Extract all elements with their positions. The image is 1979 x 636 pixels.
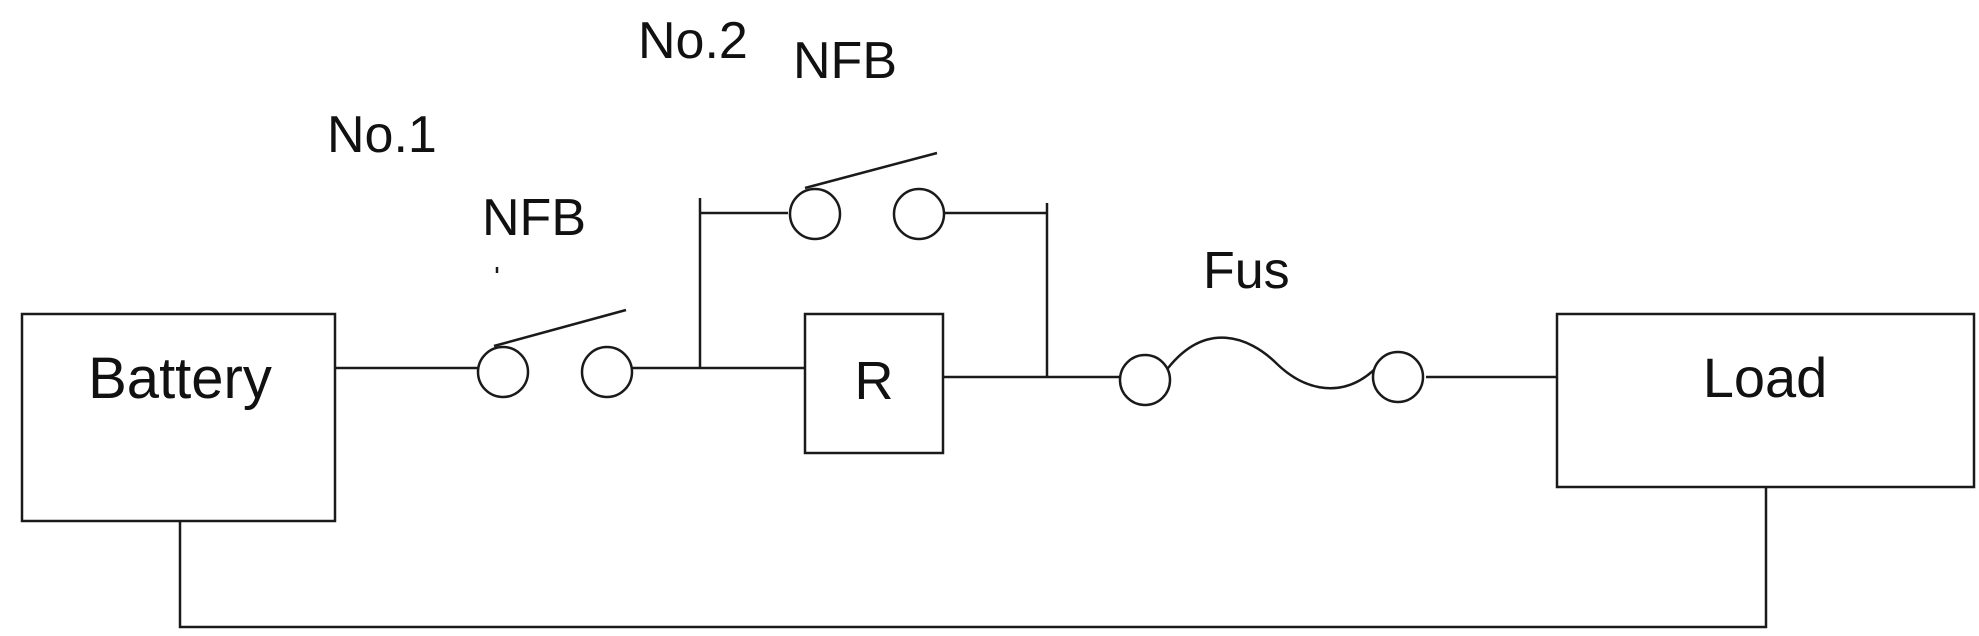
wires — [178, 198, 1768, 629]
breaker-no2-terminal-right — [892, 187, 946, 241]
resistor-label: R — [855, 351, 894, 411]
resistor: R — [803, 312, 945, 455]
breaker-no1-type: NFB — [482, 189, 586, 247]
breaker-no2-number: No.2 — [638, 12, 748, 70]
breaker-no2-switch-arm — [804, 151, 938, 190]
fuse-label: Fus — [1203, 242, 1290, 300]
breaker-no2: No.2 NFB — [638, 12, 946, 241]
battery-box — [20, 312, 337, 523]
resistor-box — [803, 312, 945, 455]
fuse: Fus — [1118, 242, 1425, 407]
breaker-no1: No.1 NFB — [327, 106, 634, 399]
load-box — [1555, 312, 1976, 489]
load: Load — [1555, 312, 1976, 489]
breaker-no1-terminal-left — [476, 345, 530, 399]
fuse-terminal-left — [1118, 353, 1172, 407]
breaker-no1-switch-arm — [493, 308, 627, 348]
battery: Battery — [20, 312, 337, 523]
breaker-no2-type: NFB — [793, 32, 897, 90]
wire-return-path — [178, 487, 1768, 629]
fuse-terminal-right — [1371, 350, 1425, 404]
breaker-no2-terminal-left — [788, 187, 842, 241]
fuse-element — [1163, 336, 1379, 390]
breaker-no1-number: No.1 — [327, 106, 437, 164]
load-label: Load — [1703, 346, 1828, 409]
breaker-no1-terminal-right — [580, 345, 634, 399]
battery-label: Battery — [88, 346, 272, 411]
